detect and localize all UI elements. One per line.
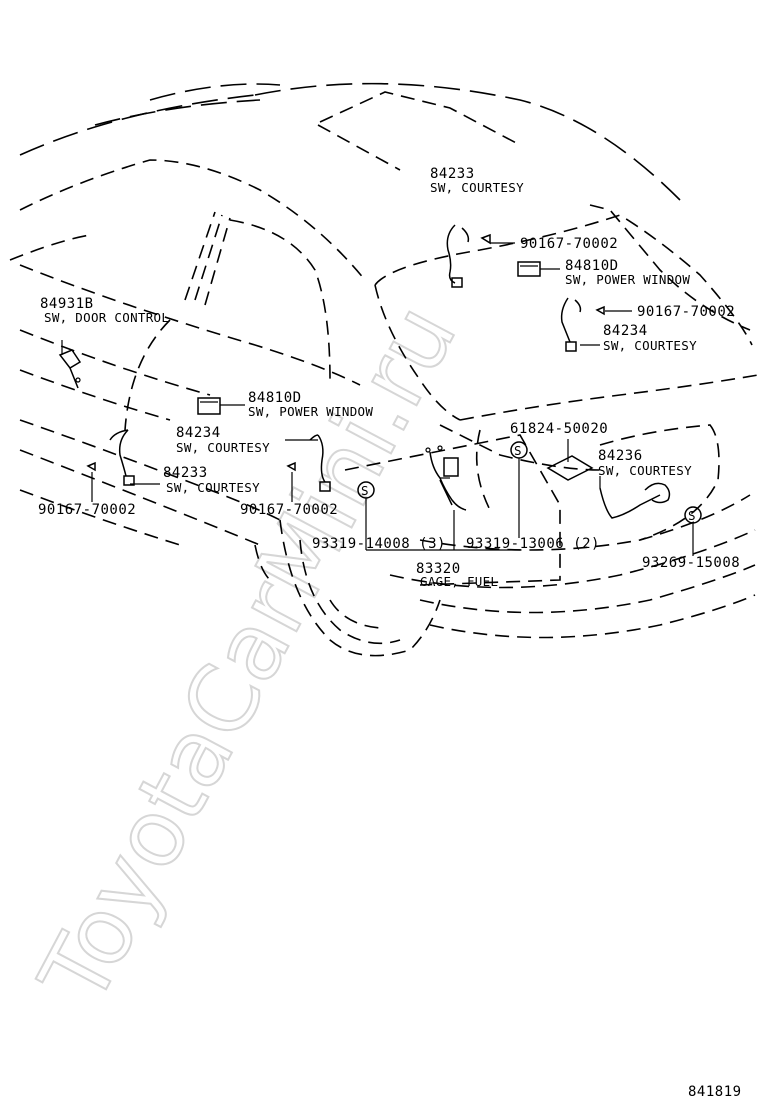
screw-icon — [480, 233, 491, 245]
fuel-gauge-area-dashed — [344, 434, 561, 586]
part-number-84810d-top: 84810D — [565, 258, 619, 274]
screw-mid-icon — [286, 461, 296, 472]
part-number-90167-top: 90167-70002 — [520, 236, 618, 252]
label-plate-icon — [546, 455, 594, 481]
screw-left-icon — [86, 461, 96, 472]
part-name-84810d-left: SW, POWER WINDOW — [248, 404, 373, 419]
part-name-84810d-top: SW, POWER WINDOW — [565, 272, 690, 287]
door-control-switch-icon — [58, 349, 82, 389]
power-window-switch-left-icon — [197, 397, 221, 415]
part-number-84233-top: 84233 — [430, 166, 475, 182]
part-name-84234-right: SW, COURTESY — [603, 338, 697, 353]
courtesy-switch-84233-top-icon — [446, 224, 470, 288]
fuel-gauge-sender-icon — [425, 445, 467, 511]
part-number-84931b: 84931B — [40, 296, 94, 312]
courtesy-switch-84236-icon — [599, 482, 671, 519]
svg-text:S: S — [361, 483, 369, 498]
part-number-84234-right: 84234 — [603, 323, 648, 339]
figure-code: 841819 — [688, 1084, 742, 1100]
courtesy-switch-84234-mid-icon — [309, 434, 331, 492]
s-mark-right: S — [684, 506, 702, 524]
part-name-84233-top: SW, COURTESY — [430, 180, 524, 195]
part-number-83320: 83320 — [416, 561, 461, 577]
leader-lines — [61, 242, 694, 556]
part-name-84233-left: SW, COURTESY — [166, 480, 260, 495]
car-body-outline — [9, 82, 759, 657]
part-number-93269: 93269-15008 — [642, 555, 740, 571]
part-number-61824: 61824-50020 — [510, 421, 608, 437]
s-mark-mid: S — [510, 441, 528, 459]
courtesy-switch-84233-left-icon — [109, 429, 135, 486]
courtesy-switch-84234-right-icon — [560, 297, 582, 352]
part-name-84234-mid: SW, COURTESY — [176, 440, 270, 455]
part-name-83320: GAGE, FUEL — [420, 574, 498, 589]
part-number-84236: 84236 — [598, 448, 643, 464]
screw-right-icon — [595, 305, 605, 316]
part-number-84233-left: 84233 — [163, 465, 208, 481]
part-name-84236: SW, COURTESY — [598, 463, 692, 478]
part-number-90167-left: 90167-70002 — [38, 502, 136, 518]
part-number-84810d-left: 84810D — [248, 390, 302, 406]
part-number-90167-mid: 90167-70002 — [240, 502, 338, 518]
svg-text:S: S — [514, 443, 522, 458]
part-name-84931b: SW, DOOR CONTROL — [44, 310, 169, 325]
power-window-switch-top-icon — [517, 261, 541, 277]
svg-text:S: S — [688, 508, 696, 523]
part-number-93319-14008: 93319-14008 (3) — [312, 536, 446, 552]
part-number-93319-13006: 93319-13006 (2) — [466, 536, 600, 552]
part-number-84234-mid: 84234 — [176, 425, 221, 441]
part-number-90167-right: 90167-70002 — [637, 304, 735, 320]
